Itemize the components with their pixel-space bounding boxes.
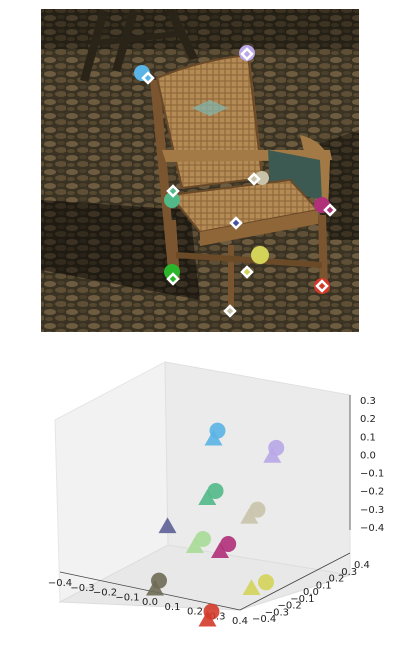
x-tick-label: −0.4 [48, 578, 72, 589]
y-axis-line [239, 552, 351, 611]
x-tick-label: −0.1 [115, 592, 139, 603]
scatter-point-triangle [204, 429, 223, 446]
z-tick-label: −0.4 [360, 523, 384, 534]
scatter-points [146, 422, 285, 627]
scatter-point-triangle [198, 610, 217, 627]
z-tick-label: 0.0 [360, 450, 376, 461]
y-tick-label: 0.2 [329, 574, 345, 585]
scatter-point-circle [195, 530, 211, 547]
y-tick-label: 0.1 [316, 580, 332, 591]
y-tick-label: 0.3 [341, 567, 357, 578]
scatter-point-triangle [158, 517, 177, 534]
scatter-point-triangle [263, 446, 282, 463]
z-tick-labels: −0.4 −0.3 −0.2 −0.1 0.0 0.1 0.2 0.3 [360, 396, 384, 534]
chair-shadow [41, 200, 200, 300]
y-tick-label: −0.3 [265, 607, 289, 618]
scatter-point-triangle [240, 507, 259, 524]
background-table-legs [41, 9, 359, 82]
x-tick-label: 0.4 [232, 616, 248, 627]
x-tick-label: −0.2 [93, 588, 117, 599]
y-tick-label: −0.2 [278, 601, 302, 612]
x-tick-label: 0.2 [187, 607, 203, 618]
z-tick-label: −0.1 [360, 469, 384, 480]
z-tick-label: 0.2 [360, 414, 376, 425]
scatter-point-circle [249, 501, 266, 518]
scatter-point-triangle [185, 537, 204, 553]
scatter-point-circle [258, 574, 274, 591]
z-tick-label: −0.3 [360, 505, 384, 516]
scatter-point-triangle [211, 542, 229, 558]
z-tick-label: 0.1 [360, 432, 376, 443]
scatter-point-triangle [242, 579, 261, 596]
keypoint-diamonds [141, 47, 337, 318]
y-tick-labels: −0.4−0.3−0.2−0.10.00.10.20.30.4 [252, 560, 370, 625]
scatter-point-circle [207, 482, 224, 499]
scatter-point-circle [220, 535, 237, 552]
x-tick-label: 0.1 [165, 602, 181, 613]
scatter-point-triangle [146, 579, 164, 596]
scatter-point-triangle [198, 489, 217, 505]
scatter-3d-plot: −0.4−0.3−0.2−0.10.00.10.20.30.4 −0.4−0.3… [48, 361, 384, 627]
y-tick-label: 0.4 [354, 560, 370, 571]
y-tick-label: −0.1 [290, 594, 314, 605]
z-tick-label: −0.2 [360, 487, 384, 498]
x-tick-label: 0.0 [142, 597, 158, 608]
y-tick-label: 0.0 [303, 587, 319, 598]
floor-pane [58, 544, 351, 611]
x-tick-label: −0.3 [70, 583, 94, 594]
chair-photo [41, 9, 359, 332]
y-tick-label: −0.4 [252, 614, 276, 625]
z-tick-label: 0.3 [360, 396, 376, 407]
